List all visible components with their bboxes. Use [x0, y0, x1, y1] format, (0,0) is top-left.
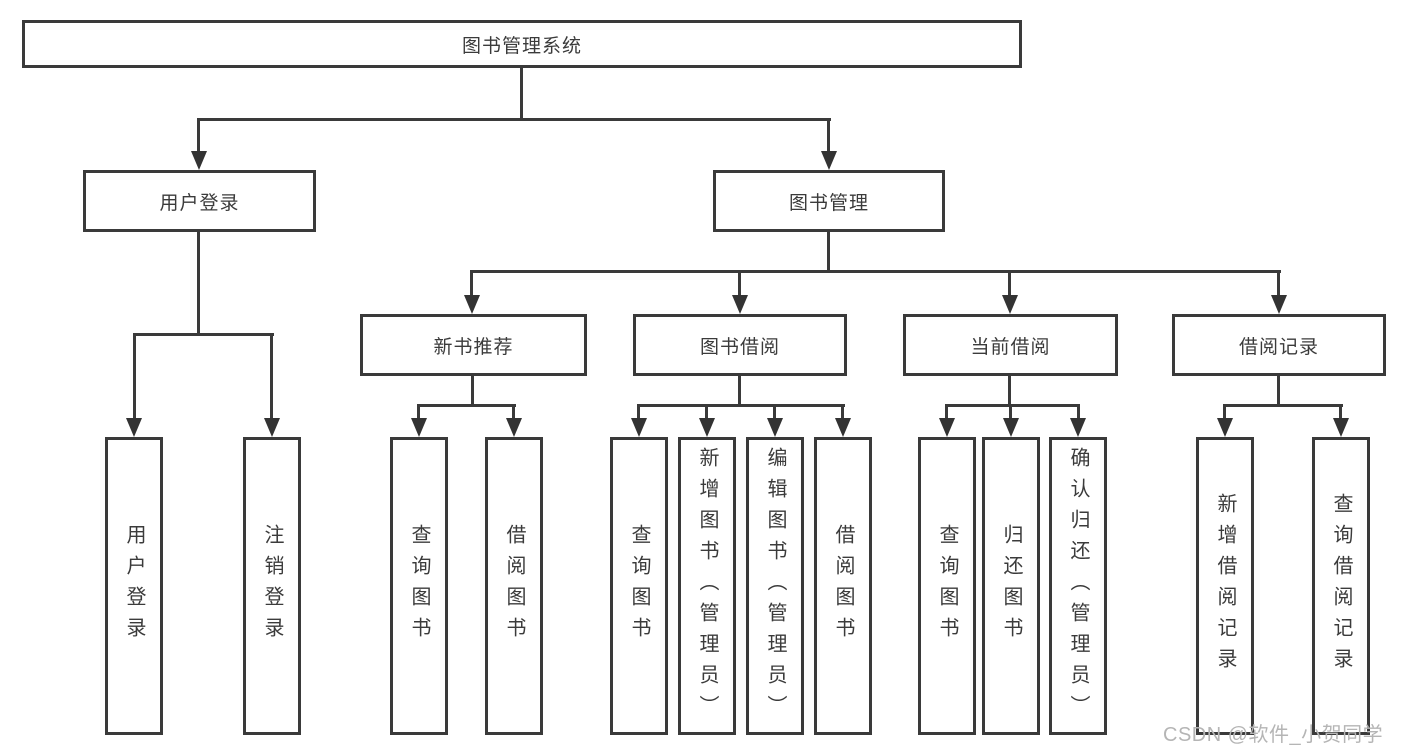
connector-book-management-rail — [471, 270, 1281, 273]
node-root-label: 图书管理系统 — [461, 35, 582, 57]
connector-book-borrowing-drop-3 — [773, 404, 776, 421]
arrowhead-down — [699, 418, 715, 437]
node-book-borrowing: 图书借阅 — [633, 314, 847, 376]
arrowhead-down — [939, 418, 955, 437]
leaf-add-borrow-record: 新增借阅记录 — [1196, 437, 1254, 735]
node-root: 图书管理系统 — [22, 20, 1022, 68]
connector-book-management-trunk — [827, 232, 830, 273]
connector-current-borrowing-rail — [945, 404, 1080, 407]
arrowhead-down — [1217, 418, 1233, 437]
arrowhead-down — [1070, 418, 1086, 437]
leaf-borrow-books-recommend: 借阅图书 — [485, 437, 543, 735]
connector-book-borrowing-rail — [637, 404, 845, 407]
connector-user-login-drop-1 — [133, 333, 136, 420]
leaf-borrow-books-borrowing-label: 借阅图书 — [832, 524, 854, 648]
connector-current-borrowing-drop-2 — [1009, 404, 1012, 421]
connector-user-login-trunk — [197, 232, 200, 335]
leaf-query-borrow-record-label: 查询借阅记录 — [1330, 493, 1352, 679]
node-borrowing-records: 借阅记录 — [1172, 314, 1386, 376]
arrowhead-down — [1333, 418, 1349, 437]
leaf-logout: 注销登录 — [243, 437, 301, 735]
node-user-login: 用户登录 — [83, 170, 316, 232]
node-current-borrowing-label: 当前借阅 — [970, 336, 1051, 358]
leaf-edit-book-admin: 编辑图书（管理员） — [746, 437, 804, 735]
arrowhead-down — [1002, 295, 1018, 314]
connector-root-trunk — [520, 68, 523, 120]
leaf-add-book-admin: 新增图书（管理员） — [678, 437, 736, 735]
connector-current-borrowing-drop-1 — [945, 404, 948, 421]
arrowhead-down — [191, 151, 207, 170]
leaf-add-book-admin-label: 新增图书（管理员） — [696, 446, 718, 726]
node-user-login-label: 用户登录 — [159, 192, 240, 214]
connector-book-borrowing-drop-4 — [841, 404, 844, 421]
connector-new-book-trunk — [471, 376, 474, 406]
leaf-edit-book-admin-label: 编辑图书（管理员） — [764, 446, 786, 726]
leaf-confirm-return-admin: 确认归还（管理员） — [1049, 437, 1107, 735]
leaf-user-login-label: 用户登录 — [123, 524, 145, 648]
connector-book-borrowing-drop-2 — [705, 404, 708, 421]
connector-new-book-rail — [417, 404, 516, 407]
leaf-query-borrow-record: 查询借阅记录 — [1312, 437, 1370, 735]
leaf-return-books: 归还图书 — [982, 437, 1040, 735]
connector-borrowing-records-drop-2 — [1339, 404, 1342, 421]
arrowhead-down — [264, 418, 280, 437]
leaf-confirm-return-admin-label: 确认归还（管理员） — [1067, 446, 1089, 726]
node-book-management-label: 图书管理 — [788, 192, 869, 214]
node-current-borrowing: 当前借阅 — [903, 314, 1118, 376]
node-borrowing-records-label: 借阅记录 — [1238, 336, 1319, 358]
connector-new-book-drop-1 — [417, 404, 420, 421]
arrowhead-down — [411, 418, 427, 437]
leaf-borrow-books-borrowing: 借阅图书 — [814, 437, 872, 735]
node-new-book-recommend-label: 新书推荐 — [433, 336, 514, 358]
node-book-borrowing-label: 图书借阅 — [699, 336, 780, 358]
leaf-user-login: 用户登录 — [105, 437, 163, 735]
leaf-query-books-current: 查询图书 — [918, 437, 976, 735]
leaf-logout-label: 注销登录 — [261, 524, 283, 648]
connector-root-drop-1 — [197, 118, 200, 152]
node-book-management: 图书管理 — [713, 170, 945, 232]
connector-current-borrowing-drop-3 — [1077, 404, 1080, 421]
connector-root-drop-2 — [827, 118, 830, 152]
watermark: CSDN @软件_小贺同学 — [1163, 724, 1384, 746]
connector-borrowing-records-rail — [1223, 404, 1343, 407]
leaf-borrow-books-recommend-label: 借阅图书 — [503, 524, 525, 648]
arrowhead-down — [1003, 418, 1019, 437]
leaf-query-books-recommend-label: 查询图书 — [408, 524, 430, 648]
arrowhead-down — [126, 418, 142, 437]
leaf-add-borrow-record-label: 新增借阅记录 — [1214, 493, 1236, 679]
arrowhead-down — [767, 418, 783, 437]
connector-borrowing-records-drop-1 — [1223, 404, 1226, 421]
connector-book-borrowing-drop-1 — [637, 404, 640, 421]
arrowhead-down — [835, 418, 851, 437]
connector-root-rail — [197, 118, 831, 121]
connector-book-management-drop-3 — [1008, 270, 1011, 296]
connector-book-management-drop-4 — [1277, 270, 1280, 296]
connector-book-management-drop-2 — [738, 270, 741, 296]
leaf-query-books-borrowing: 查询图书 — [610, 437, 668, 735]
leaf-return-books-label: 归还图书 — [1000, 524, 1022, 648]
leaf-query-books-current-label: 查询图书 — [936, 524, 958, 648]
arrowhead-down — [506, 418, 522, 437]
node-new-book-recommend: 新书推荐 — [360, 314, 587, 376]
arrowhead-down — [732, 295, 748, 314]
connector-book-borrowing-trunk — [738, 376, 741, 406]
arrowhead-down — [464, 295, 480, 314]
arrowhead-down — [631, 418, 647, 437]
connector-user-login-drop-2 — [270, 333, 273, 420]
arrowhead-down — [1271, 295, 1287, 314]
connector-user-login-rail — [133, 333, 274, 336]
arrowhead-down — [821, 151, 837, 170]
connector-book-management-drop-1 — [470, 270, 473, 296]
connector-borrowing-records-trunk — [1277, 376, 1280, 406]
leaf-query-books-borrowing-label: 查询图书 — [628, 524, 650, 648]
leaf-query-books-recommend: 查询图书 — [390, 437, 448, 735]
connector-new-book-drop-2 — [512, 404, 515, 421]
connector-current-borrowing-trunk — [1008, 376, 1011, 406]
